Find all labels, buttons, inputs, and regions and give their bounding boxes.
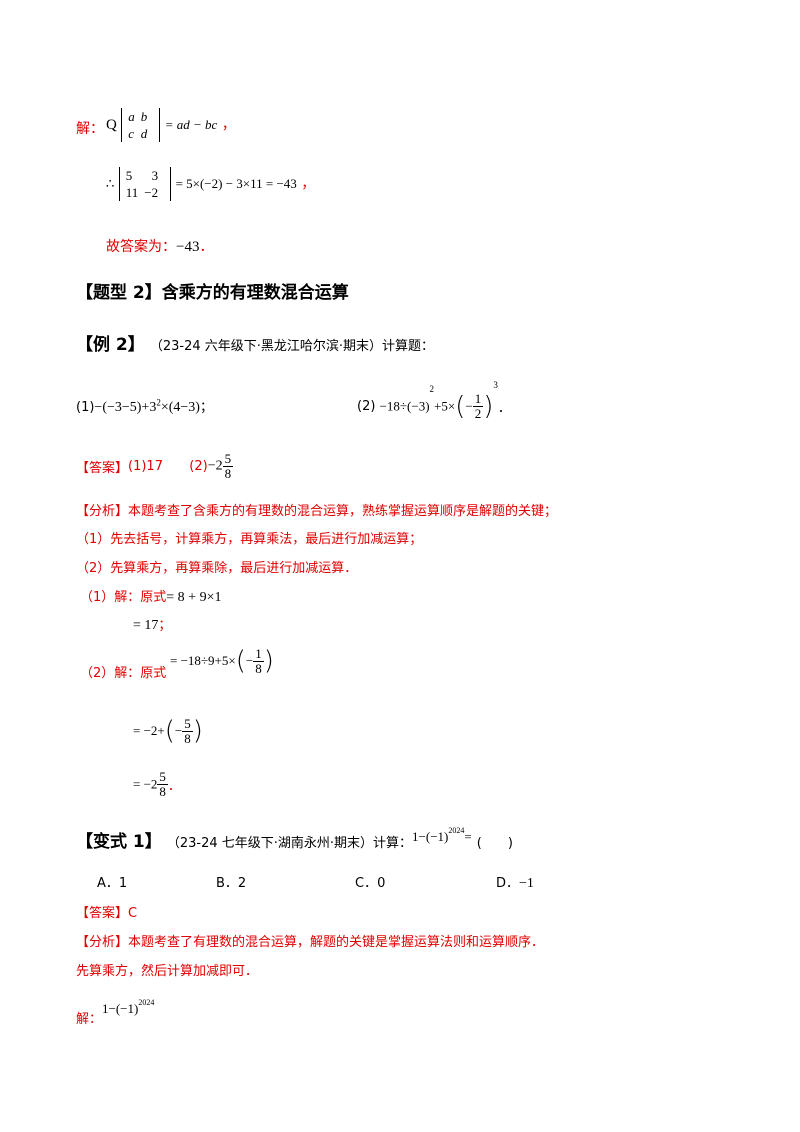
example-label: 【例 2】 — [76, 335, 145, 355]
variant-source: （23-24 七年级下·湖南永州·期末）计算： — [166, 836, 413, 851]
variant-solution: 解：1−(−1)2024 — [76, 998, 155, 1027]
question-1: (1)−(−3−5)+32×(4−3)； — [76, 397, 213, 415]
therefore-symbol: ∴ — [106, 177, 115, 192]
answer-line: 故答案为：−43． — [106, 239, 214, 255]
q-symbol: Q — [106, 117, 117, 133]
analysis: 【分析】本题考查了含乘方的有理数的混合运算，熟练掌握运算顺序是解题的关键； — [76, 504, 558, 519]
option-a[interactable]: A．1 — [97, 876, 128, 891]
option-b[interactable]: B．2 — [216, 876, 247, 891]
example-source: （23-24 六年级下·黑龙江哈尔滨·期末）计算题： — [149, 339, 435, 354]
variant-analysis-2: 先算乘方，然后计算加减即可． — [76, 964, 259, 979]
variant-label: 【变式 1】 — [76, 832, 162, 852]
evaluation-expression: = 5×(−2) − 3×11 = −43 — [175, 176, 297, 191]
solution-2-label: （2）解：原式 — [80, 666, 167, 681]
answer-blank: ( ) — [476, 836, 513, 851]
answer-label: 【答案】 — [76, 461, 129, 476]
solution-1: （1）解：原式= 8 + 9×1 — [80, 590, 222, 605]
section-title: 【题型 2】含乘方的有理数混合运算 — [76, 283, 349, 303]
option-c[interactable]: C．0 — [355, 876, 386, 891]
step-2: （2）先算乘方，再算乘除，最后进行加减运算． — [76, 561, 358, 576]
option-d[interactable]: D．−1 — [496, 876, 534, 891]
variant-answer: 【答案】C — [76, 906, 138, 921]
variant-analysis: 【分析】本题考查了有理数的混合运算，解题的关键是掌握运算法则和运算顺序． — [76, 935, 545, 950]
solution-label: 解： — [76, 121, 104, 137]
solution-1-result: = 17； — [133, 618, 172, 633]
variant-header: 【变式 1】 （23-24 七年级下·湖南永州·期末）计算：1−(−1)2024… — [76, 826, 513, 852]
example-header: 【例 2】 （23-24 六年级下·黑龙江哈尔滨·期末）计算题： — [76, 330, 434, 355]
determinant-formula: = ad − bc — [164, 117, 218, 132]
step-1: （1）先去括号，计算乘方，再算乘法，最后进行加减运算； — [76, 532, 423, 547]
